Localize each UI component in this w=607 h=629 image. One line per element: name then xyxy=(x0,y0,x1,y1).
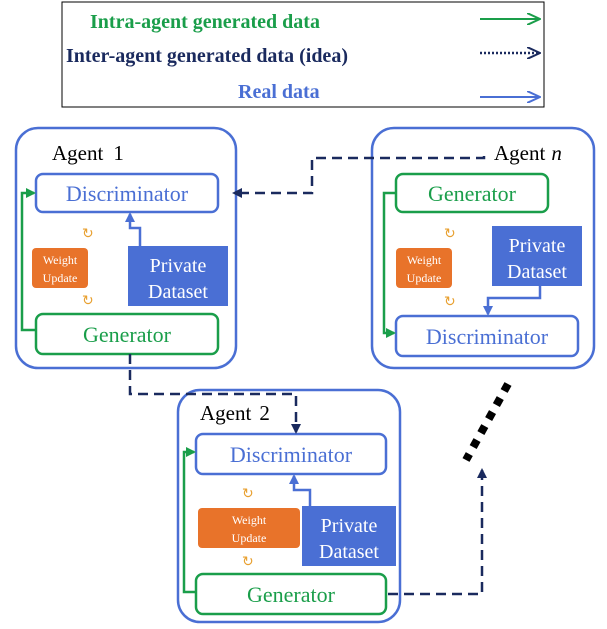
continuation-ellipsis xyxy=(462,382,512,462)
agent-2-generator xyxy=(194,572,388,616)
agent-2-discriminator-label: Discriminator xyxy=(230,442,353,467)
agent-n-title-prefix: Agent xyxy=(494,141,545,165)
agent-n-cycle-icon-top: ↻ xyxy=(444,226,456,242)
agent-1-generator xyxy=(34,312,220,356)
legend-intra-label: Intra-agent generated data xyxy=(90,11,320,33)
legend-box xyxy=(61,1,545,108)
agent-2-real-data-arrow xyxy=(289,474,312,506)
agent-n-weight-update xyxy=(396,248,452,288)
inter-arrow-agent-2-onward xyxy=(388,468,487,596)
agent-1-weight-line1: Weight xyxy=(43,253,78,267)
agent-1-weight-line2: Update xyxy=(43,271,78,285)
legend: Intra-agent generated data Inter-agent g… xyxy=(61,1,545,108)
agent-n-intra-arrow xyxy=(382,191,396,338)
agent-2-panel: Agent 2 Discriminator Generator Weight U… xyxy=(176,388,402,624)
agent-2-cycle-icon-bottom: ↻ xyxy=(242,554,254,570)
agent-2-generator-label: Generator xyxy=(247,582,336,607)
agent-n-discriminator-label: Discriminator xyxy=(426,324,549,349)
agent-n-dataset-line2: Dataset xyxy=(507,261,567,283)
agent-n-generator-label: Generator xyxy=(428,181,517,206)
agent-1-title-number: 1 xyxy=(113,141,124,165)
inter-arrow-agent-n-to-agent-1 xyxy=(232,156,486,198)
agent-1-title-prefix: Agent xyxy=(52,141,103,165)
agent-n-title: Agent n xyxy=(494,141,562,165)
agent-1-generator-label: Generator xyxy=(83,322,172,347)
agent-n-weight-line1: Weight xyxy=(407,253,442,267)
agent-1-dataset-line1: Private xyxy=(150,255,207,277)
agent-2-intra-arrow xyxy=(182,447,196,594)
agent-n-weight-line2: Update xyxy=(407,271,442,285)
agent-2-dataset-line2: Dataset xyxy=(319,541,379,563)
agent-1-dataset-line2: Dataset xyxy=(148,281,208,303)
agent-2-cycle-icon-top: ↻ xyxy=(242,486,254,502)
agent-2-title-prefix: Agent xyxy=(200,401,251,425)
legend-inter-label: Inter-agent generated data (idea) xyxy=(66,45,348,67)
agent-n-discriminator xyxy=(394,314,580,358)
agent-1-discriminator-label: Discriminator xyxy=(66,181,189,206)
agent-n-dataset-line1: Private xyxy=(509,235,566,257)
agent-1-intra-arrow xyxy=(20,188,36,332)
agent-2-weight-update xyxy=(198,508,300,548)
legend-real-label: Real data xyxy=(238,81,320,103)
agent-n-private-dataset xyxy=(492,226,582,286)
agent-1-private-dataset xyxy=(128,246,228,306)
agent-2-title-number: 2 xyxy=(259,401,270,425)
agent-1-weight-update xyxy=(32,248,88,288)
agent-2-weight-line1: Weight xyxy=(232,513,267,527)
agent-2-private-dataset xyxy=(302,506,396,566)
agent-2-weight-line2: Update xyxy=(232,531,267,545)
agent-2-title: Agent 2 xyxy=(200,401,270,425)
agent-n-panel: Agent n Generator Discriminator Weight U… xyxy=(370,126,596,370)
agent-n-real-data-arrow xyxy=(483,286,542,316)
agent-1-panel: Agent 1 Discriminator Generator Weight U… xyxy=(14,126,238,370)
agent-2-dataset-line1: Private xyxy=(321,515,378,537)
agent-n-title-number: n xyxy=(551,141,562,165)
agent-1-cycle-icon-bottom: ↻ xyxy=(82,293,94,309)
agent-1-cycle-icon-top: ↻ xyxy=(82,226,94,242)
agent-1-title: Agent 1 xyxy=(52,141,124,165)
inter-arrow-agent-1-to-agent-2 xyxy=(128,354,301,434)
agent-n-cycle-icon-bottom: ↻ xyxy=(444,294,456,310)
agent-1-real-data-arrow xyxy=(125,212,142,246)
